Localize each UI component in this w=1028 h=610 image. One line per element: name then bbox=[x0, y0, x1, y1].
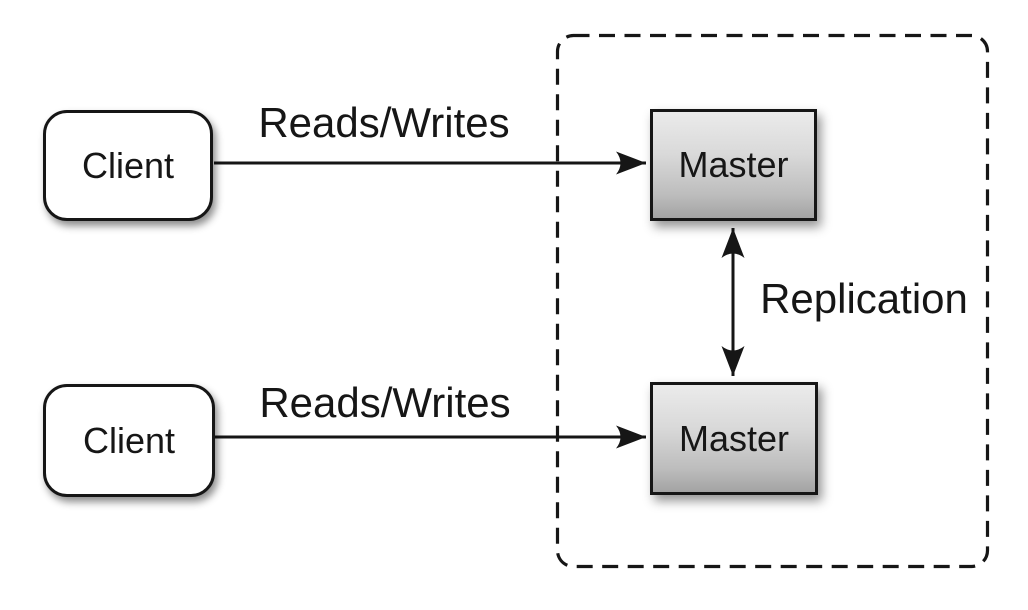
master-bottom-node: Master bbox=[650, 382, 818, 495]
master-top-node: Master bbox=[650, 109, 817, 221]
reads-writes-top-label: Reads/Writes bbox=[258, 99, 510, 146]
client-bottom-node: Client bbox=[43, 384, 215, 497]
replication-boundary bbox=[555, 33, 990, 569]
client-top-node: Client bbox=[43, 110, 213, 221]
master-top-label: Master bbox=[678, 144, 789, 185]
client-top-label: Client bbox=[81, 144, 175, 186]
reads-writes-bottom-label: Reads/Writes bbox=[259, 379, 511, 426]
master-bottom-label: Master bbox=[678, 417, 790, 459]
replication-label: Replication bbox=[760, 275, 968, 322]
client-bottom-label: Client bbox=[82, 419, 176, 461]
